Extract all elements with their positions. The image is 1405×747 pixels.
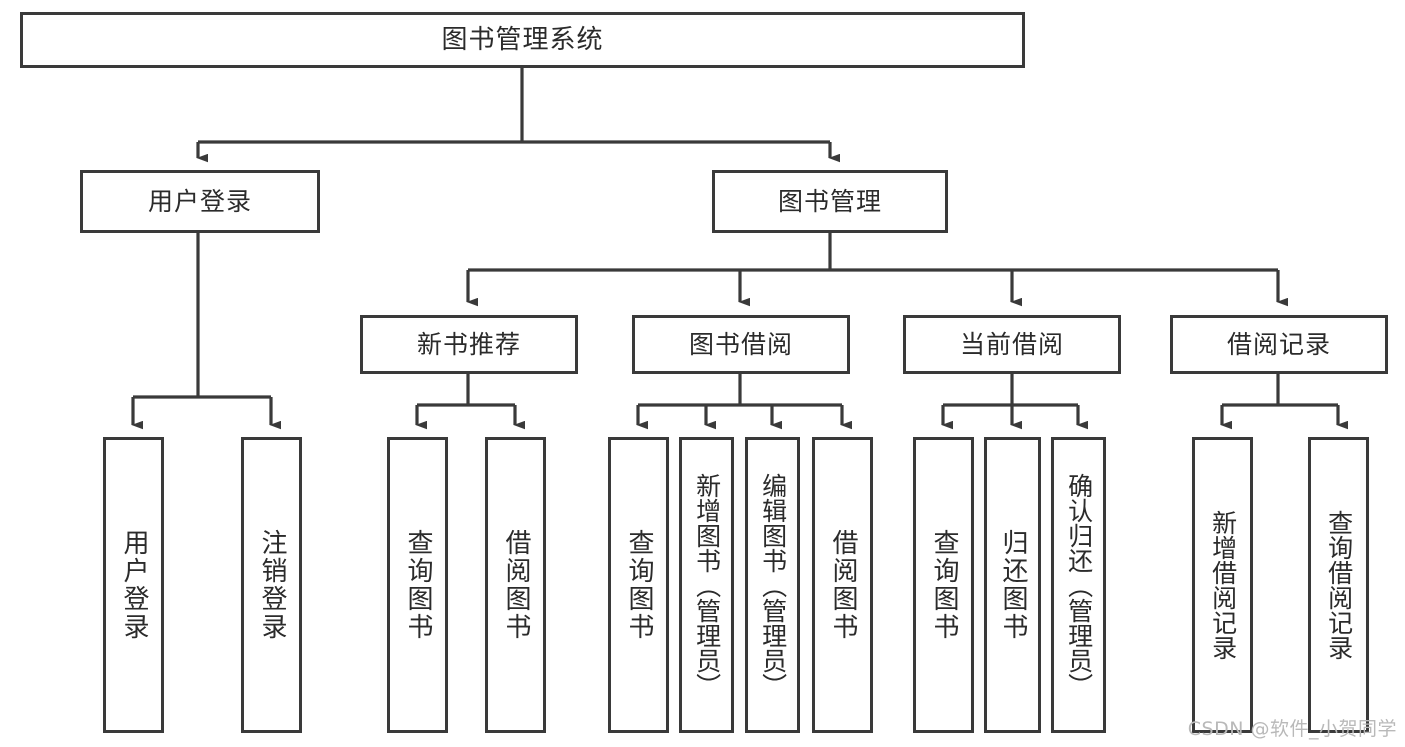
leaf-edit-book-label: 编辑图书（管理员） <box>758 472 788 698</box>
leaf-query-record-label: 查询借阅记录 <box>1324 510 1354 660</box>
leaf-query-book-2[interactable]: 查询图书 <box>608 437 669 733</box>
node-new-book-recommend-label: 新书推荐 <box>416 329 521 359</box>
leaf-edit-book[interactable]: 编辑图书（管理员） <box>745 437 800 733</box>
node-book-management[interactable]: 图书管理 <box>712 170 948 233</box>
leaf-logout[interactable]: 注销登录 <box>241 437 302 733</box>
leaf-borrow-book-2-label: 借阅图书 <box>828 529 859 641</box>
leaf-borrow-book-1[interactable]: 借阅图书 <box>485 437 546 733</box>
leaf-query-book-2-label: 查询图书 <box>624 529 655 641</box>
leaf-return-book-label: 归还图书 <box>998 529 1029 641</box>
node-book-borrow-label: 图书借阅 <box>688 329 793 359</box>
leaf-add-record[interactable]: 新增借阅记录 <box>1192 437 1253 733</box>
node-book-borrow[interactable]: 图书借阅 <box>632 315 850 374</box>
node-root-label: 图书管理系统 <box>441 24 604 55</box>
node-book-management-label: 图书管理 <box>777 186 882 216</box>
leaf-query-book-3-label: 查询图书 <box>929 529 960 641</box>
node-new-book-recommend[interactable]: 新书推荐 <box>360 315 578 374</box>
leaf-borrow-book-1-label: 借阅图书 <box>501 529 532 641</box>
leaf-confirm-return-label: 确认归还（管理员） <box>1064 472 1094 698</box>
leaf-add-book-label: 新增图书（管理员） <box>692 472 722 698</box>
leaf-borrow-book-2[interactable]: 借阅图书 <box>812 437 873 733</box>
node-root[interactable]: 图书管理系统 <box>20 12 1025 68</box>
node-borrow-record[interactable]: 借阅记录 <box>1170 315 1388 374</box>
leaf-confirm-return[interactable]: 确认归还（管理员） <box>1051 437 1106 733</box>
leaf-query-book-3[interactable]: 查询图书 <box>913 437 974 733</box>
node-user-login-label: 用户登录 <box>147 186 252 216</box>
leaf-add-record-label: 新增借阅记录 <box>1208 510 1238 660</box>
leaf-query-book-1-label: 查询图书 <box>403 529 434 641</box>
leaf-return-book[interactable]: 归还图书 <box>984 437 1041 733</box>
leaf-user-login-label: 用户登录 <box>119 529 150 641</box>
csdn-watermark: CSDN @软件_小贺同学 <box>1187 718 1397 740</box>
node-borrow-record-label: 借阅记录 <box>1226 329 1331 359</box>
leaf-user-login[interactable]: 用户登录 <box>103 437 164 733</box>
node-current-borrow-label: 当前借阅 <box>959 329 1064 359</box>
leaf-logout-label: 注销登录 <box>257 529 288 641</box>
leaf-add-book[interactable]: 新增图书（管理员） <box>679 437 734 733</box>
node-current-borrow[interactable]: 当前借阅 <box>903 315 1121 374</box>
leaf-query-book-1[interactable]: 查询图书 <box>387 437 448 733</box>
leaf-query-record[interactable]: 查询借阅记录 <box>1308 437 1369 733</box>
node-user-login[interactable]: 用户登录 <box>80 170 320 233</box>
